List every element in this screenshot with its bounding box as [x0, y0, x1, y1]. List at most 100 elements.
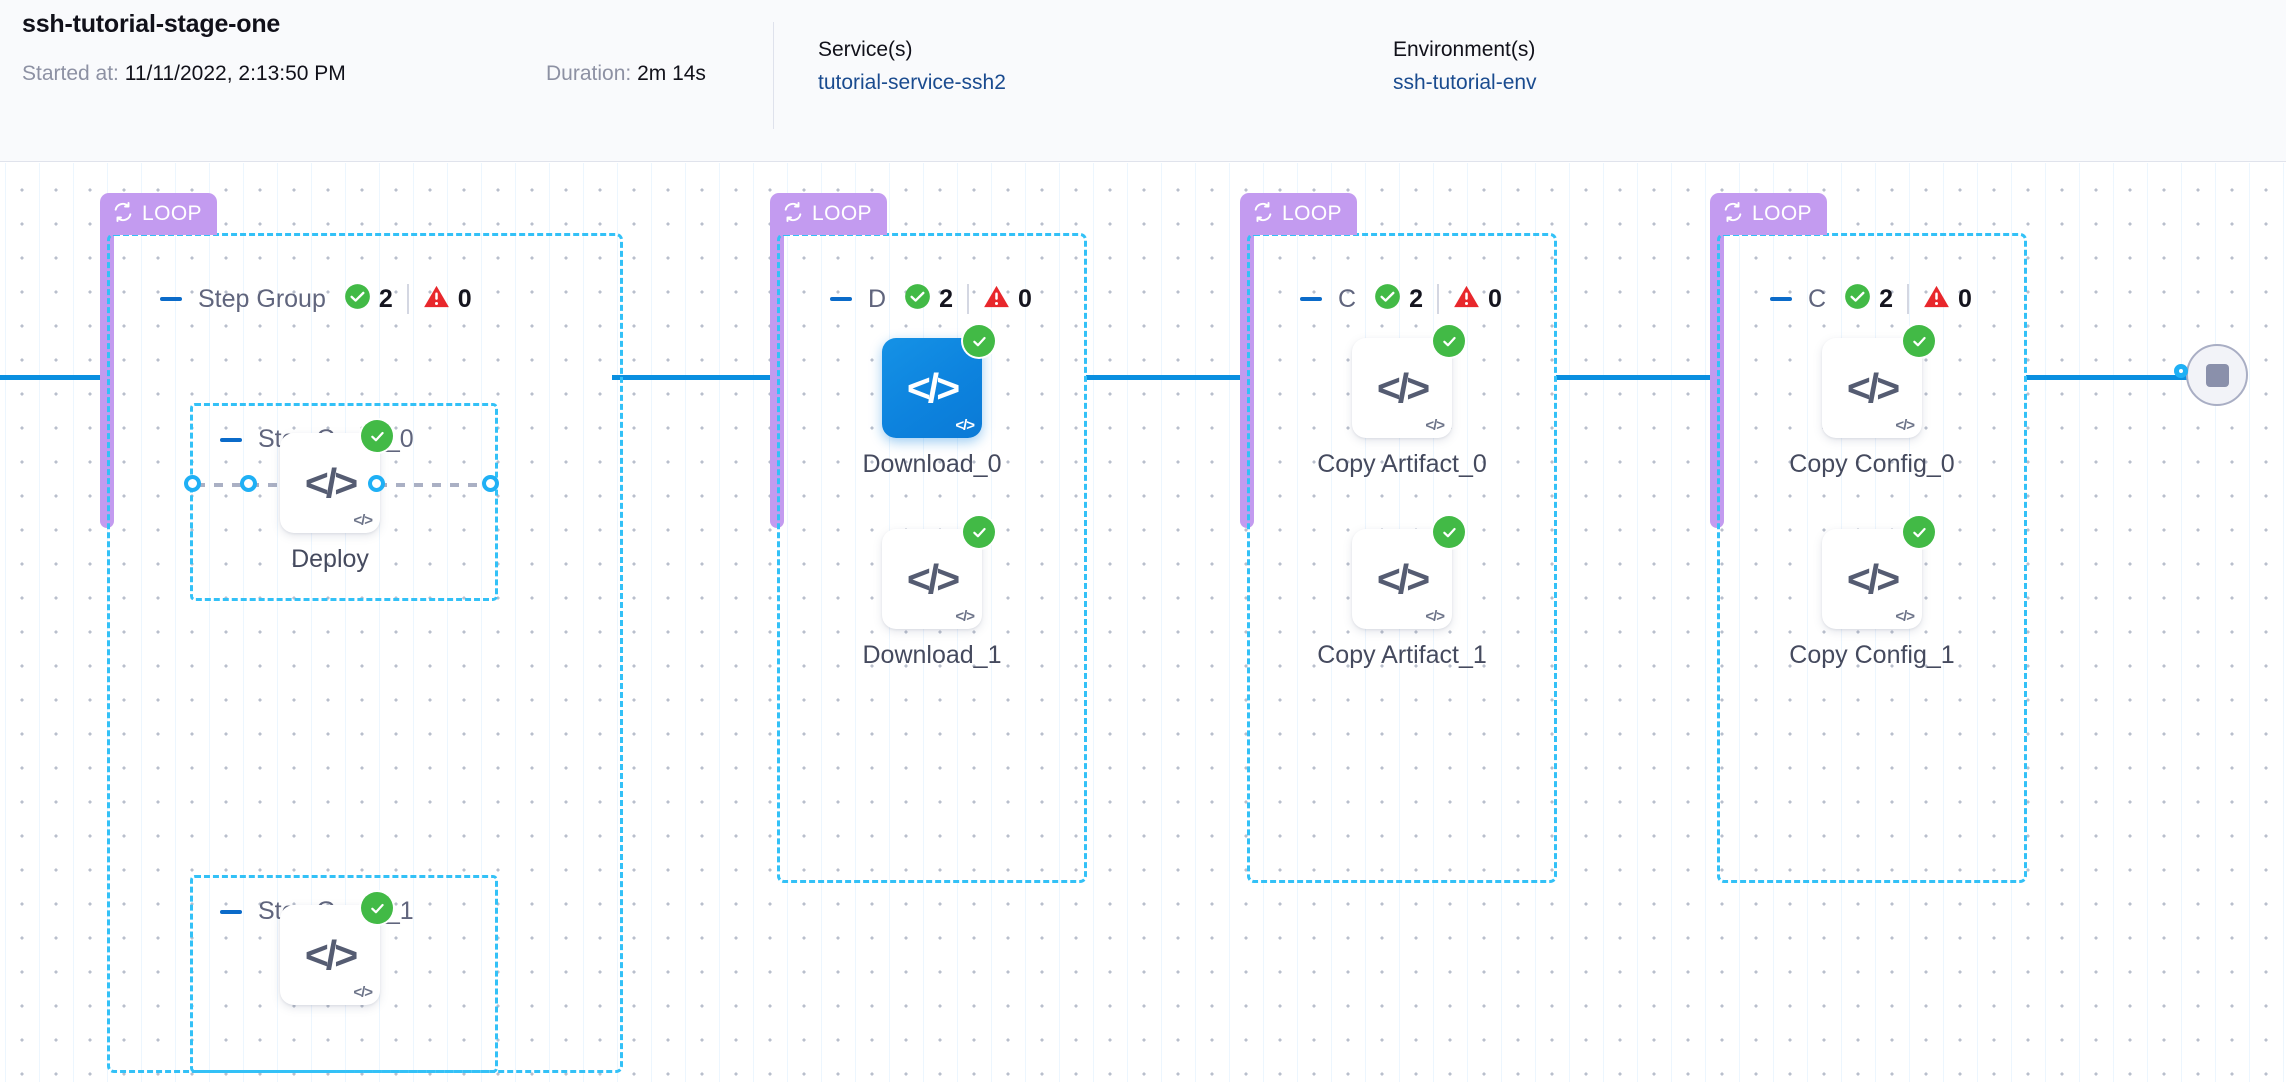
group-title: C: [1338, 284, 1357, 313]
connector-line-0: [0, 375, 110, 380]
shell-script-type-icon: </>: [1425, 608, 1445, 625]
node-tile[interactable]: </> </>: [280, 892, 393, 1005]
node-label: Deploy: [291, 545, 369, 573]
inner-group-boundary-0: [190, 403, 498, 601]
count-divider: [1436, 284, 1439, 314]
warning-triangle-icon: [1923, 283, 1950, 315]
code-brackets-icon: </>: [906, 555, 960, 602]
status-badge: [361, 892, 393, 924]
loop-badge-label: LOOP: [812, 202, 872, 225]
group-title: Step Group: [198, 284, 326, 313]
connector-line-1: [612, 375, 770, 380]
error-count-chunk: 0: [1453, 283, 1502, 315]
collapse-dash-icon[interactable]: [220, 437, 242, 442]
collapse-dash-icon[interactable]: [1300, 297, 1322, 301]
collapse-dash-icon[interactable]: [220, 909, 242, 914]
shell-script-type-icon: </>: [1425, 417, 1445, 434]
node-copy-artifact-0: </> </> Copy Artifact_0: [1317, 325, 1487, 478]
loop-icon: [1252, 201, 1274, 228]
connector-line-4: [2026, 375, 2188, 380]
collapse-dash-icon[interactable]: [160, 297, 182, 301]
node-copy-config-0: </> </> Copy Config_0: [1789, 325, 1955, 478]
code-brackets-icon: </>: [304, 459, 358, 506]
node-label: Copy Artifact_0: [1317, 450, 1487, 478]
group-boundary: [1247, 233, 1557, 883]
duration-label: Duration:: [546, 62, 632, 85]
status-badge: [963, 325, 995, 357]
started-at-value: 11/11/2022, 2:13:50 PM: [124, 62, 346, 85]
environments-block: Environment(s) ssh-tutorial-env: [1393, 38, 1537, 95]
status-badge: [1903, 325, 1935, 357]
loop-badge[interactable]: LOOP: [1240, 193, 1357, 235]
loop-badge-label: LOOP: [1752, 202, 1812, 225]
shell-script-type-icon: </>: [1895, 608, 1915, 625]
loop-icon: [1722, 201, 1744, 228]
group-header-copy-config: C 2 0: [1770, 283, 1972, 315]
success-count-chunk: 2: [904, 283, 953, 315]
loop-badge[interactable]: LOOP: [1710, 193, 1827, 235]
connector-line-2: [1086, 375, 1246, 380]
environment-link[interactable]: ssh-tutorial-env: [1393, 71, 1537, 94]
success-count-chunk: 2: [344, 283, 393, 315]
loop-icon: [782, 201, 804, 228]
stop-square-icon: [2205, 363, 2229, 387]
pipeline-graph-canvas[interactable]: LOOP Step Group 2: [0, 163, 2286, 1082]
page-title: ssh-tutorial-stage-one: [22, 10, 281, 38]
loop-group-copy-artifact: LOOP C 2: [1240, 193, 1560, 883]
loop-group-step-group: LOOP Step Group 2: [100, 193, 630, 1073]
loop-badge[interactable]: LOOP: [100, 193, 217, 235]
node-copy-config-1: </> </> Copy Config_1: [1789, 516, 1955, 669]
shell-script-type-icon: </>: [353, 984, 373, 1001]
node-copy-artifact-1: </> </> Copy Artifact_1: [1317, 516, 1487, 669]
duration-block: Duration: 2m 14s: [546, 62, 706, 86]
error-count: 0: [457, 284, 472, 313]
services-label: Service(s): [818, 38, 913, 61]
duration-value: 2m 14s: [637, 62, 706, 85]
node-tile[interactable]: </> </>: [1352, 325, 1465, 438]
count-divider: [406, 284, 409, 314]
end-node-input-port[interactable]: [2174, 364, 2188, 378]
node-tile[interactable]: </> </>: [280, 420, 393, 533]
header-divider: [773, 22, 774, 129]
success-count: 2: [378, 284, 393, 313]
shell-script-type-icon: </>: [955, 608, 975, 625]
code-brackets-icon: </>: [906, 364, 960, 411]
node-tile[interactable]: </> </>: [1352, 516, 1465, 629]
node-download-0: </> </> Download_0: [863, 325, 1002, 478]
node-label: Download_1: [862, 641, 1002, 669]
loop-badge[interactable]: LOOP: [770, 193, 887, 235]
status-badge: [1433, 325, 1465, 357]
node-tile[interactable]: </> </>: [882, 325, 995, 438]
node-label: Copy Artifact_1: [1317, 641, 1487, 669]
node-download-1: </> </> Download_1: [863, 516, 1002, 669]
group-header-step-group: Step Group 2: [160, 283, 472, 315]
node-label: Copy Config_1: [1789, 641, 1955, 669]
collapse-dash-icon[interactable]: [830, 297, 852, 301]
loop-group-download: LOOP D 2: [770, 193, 1090, 883]
group-input-port[interactable]: [184, 475, 201, 492]
success-count: 2: [1879, 284, 1893, 313]
warning-triangle-icon: [983, 283, 1010, 315]
service-link[interactable]: tutorial-service-ssh2: [818, 71, 1006, 94]
error-count-chunk: 0: [423, 283, 472, 315]
node-input-port[interactable]: [240, 475, 257, 492]
node-tile[interactable]: </> </>: [1822, 325, 1935, 438]
success-count: 2: [939, 284, 953, 313]
code-brackets-icon: </>: [304, 931, 358, 978]
error-count-chunk: 0: [1923, 283, 1972, 315]
loop-badge-label: LOOP: [142, 202, 202, 225]
group-output-port[interactable]: [482, 475, 499, 492]
group-header-copy-artifact: C 2 0: [1300, 283, 1502, 315]
code-brackets-icon: </>: [1846, 364, 1900, 411]
check-circle-icon: [1844, 283, 1871, 315]
collapse-dash-icon[interactable]: [1770, 297, 1792, 301]
node-tile[interactable]: </> </>: [882, 516, 995, 629]
pipeline-end-node[interactable]: [2174, 344, 2248, 406]
success-count: 2: [1409, 284, 1423, 313]
group-boundary: [1717, 233, 2027, 883]
node-tile[interactable]: </> </>: [1822, 516, 1935, 629]
node-label: Download_0: [862, 450, 1002, 478]
execution-header: ssh-tutorial-stage-one Started at: 11/11…: [0, 0, 2286, 162]
shell-script-type-icon: </>: [353, 512, 373, 529]
node-output-port[interactable]: [368, 475, 385, 492]
